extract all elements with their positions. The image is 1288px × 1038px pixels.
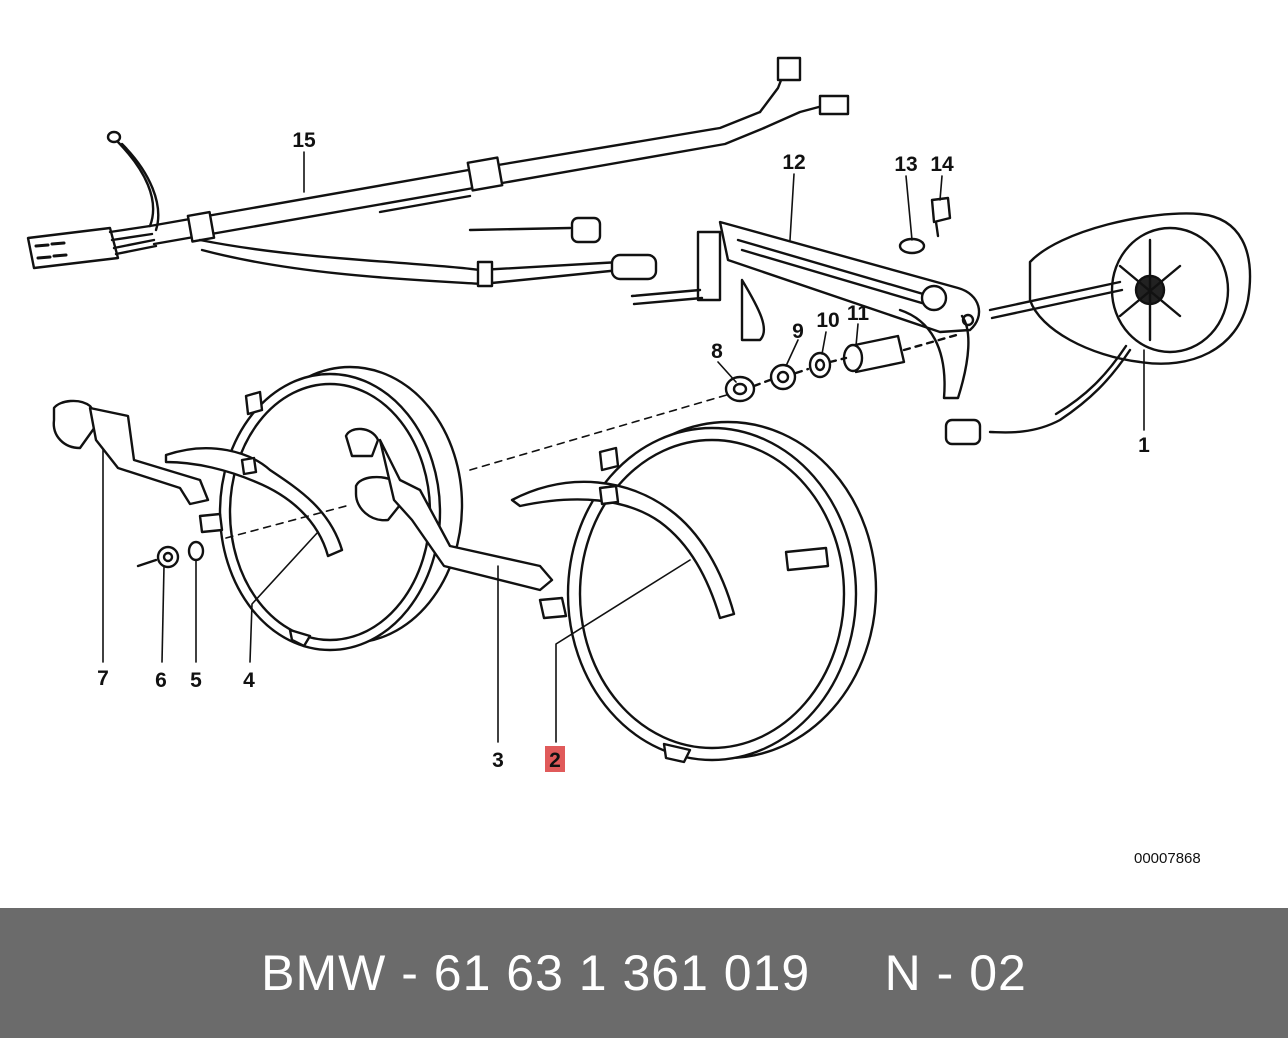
spacer-stack — [724, 332, 962, 403]
callout-7: 7 — [97, 667, 109, 690]
callout-12: 12 — [782, 151, 805, 174]
assembly-guide-lines — [225, 393, 731, 539]
callout-13: 13 — [894, 153, 917, 176]
callout-4: 4 — [243, 669, 255, 692]
wiring-harness — [26, 56, 850, 288]
drive-motor — [944, 212, 1252, 446]
callout-14: 14 — [930, 153, 954, 176]
callout-8: 8 — [711, 340, 723, 363]
left-adjuster-lever — [52, 399, 224, 534]
callout-3: 3 — [492, 749, 504, 772]
callout-2: 2 — [549, 749, 561, 772]
callout-6: 6 — [155, 669, 167, 692]
left-headlight-ring — [164, 365, 464, 652]
part-number-footer: BMW - 61 63 1 361 019 N - 02 — [0, 908, 1288, 1038]
part-number-text: BMW - 61 63 1 361 019 N - 02 — [261, 945, 1027, 1001]
callout-1: 1 — [1138, 434, 1150, 457]
leader-lines — [102, 151, 1145, 743]
callout-5: 5 — [190, 669, 202, 692]
callout-labels: 1 2 3 4 5 6 7 8 9 10 11 12 13 14 15 — [97, 129, 1150, 772]
callout-9: 9 — [792, 320, 804, 343]
right-headlight-ring — [510, 420, 878, 764]
diagram-reference-code: 00007868 — [1134, 850, 1201, 867]
callout-2-highlight — [545, 746, 565, 772]
exploded-parts-diagram: 1 2 3 4 5 6 7 8 9 10 11 12 13 14 15 0000… — [26, 56, 1252, 867]
callout-10: 10 — [816, 309, 839, 332]
screw-and-washer — [898, 196, 952, 255]
middle-adjuster-lever — [344, 427, 568, 620]
linkage-bracket — [630, 220, 981, 400]
callout-15: 15 — [292, 129, 316, 152]
callout-11: 11 — [847, 302, 870, 325]
nut-and-washer — [136, 540, 205, 569]
